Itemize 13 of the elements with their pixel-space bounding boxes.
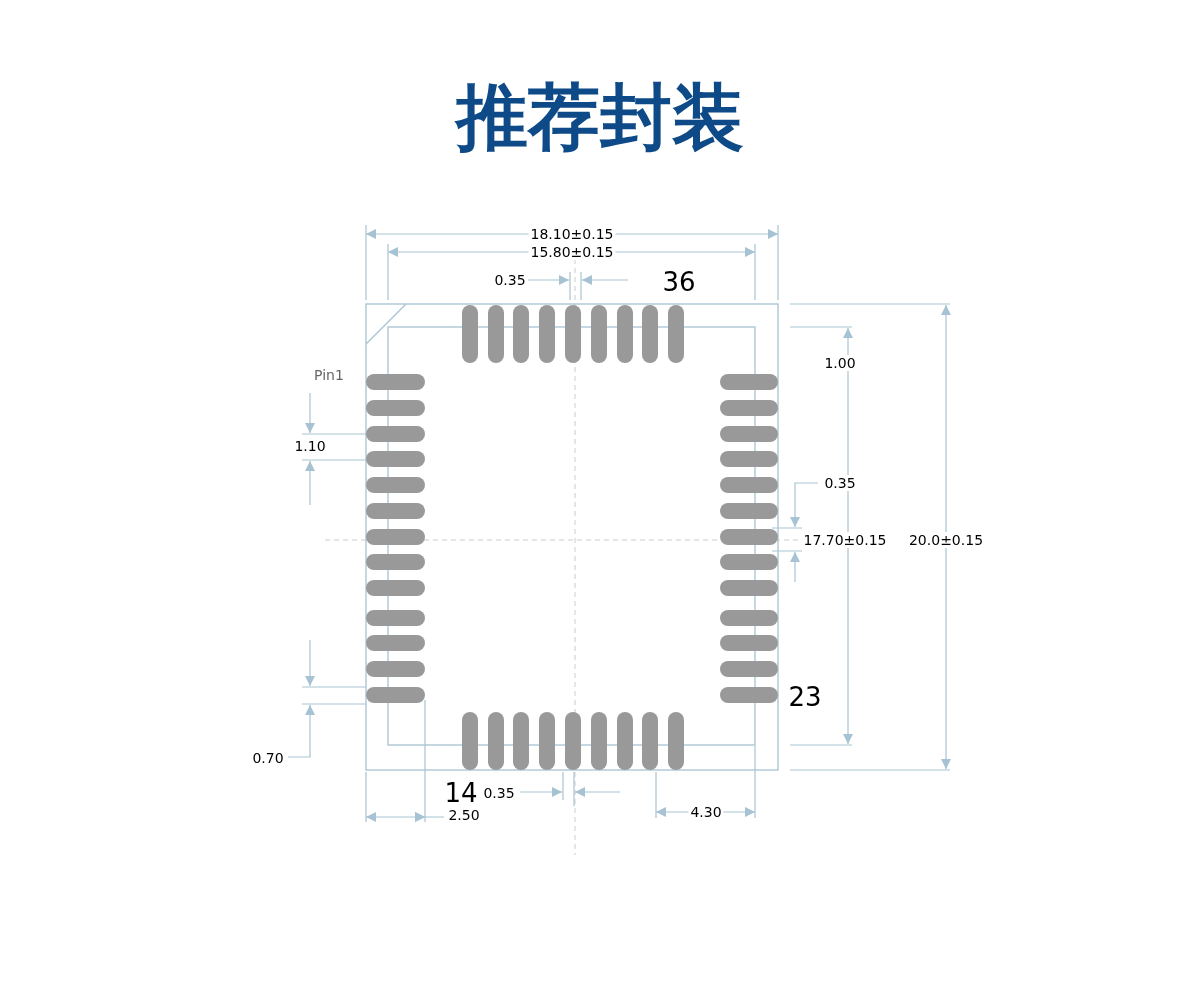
dimension-label: 0.70 <box>250 750 286 766</box>
dimension-label: 0.35 <box>481 785 517 801</box>
pin-number: 36 <box>662 268 696 296</box>
page-title: 推荐封装 <box>453 74 745 161</box>
dimension-label: 4.30 <box>688 804 724 820</box>
dimension-label: 0.35 <box>822 475 858 491</box>
dimension-label: 0.35 <box>492 272 528 288</box>
pin-number: 23 <box>788 683 822 711</box>
pin-number: 14 <box>444 779 478 807</box>
pin1-label: Pin1 <box>314 367 344 383</box>
dimension-label: 2.50 <box>446 807 482 823</box>
dimension-label: 18.10±0.15 <box>528 226 616 242</box>
dimension-label: 15.80±0.15 <box>528 244 616 260</box>
